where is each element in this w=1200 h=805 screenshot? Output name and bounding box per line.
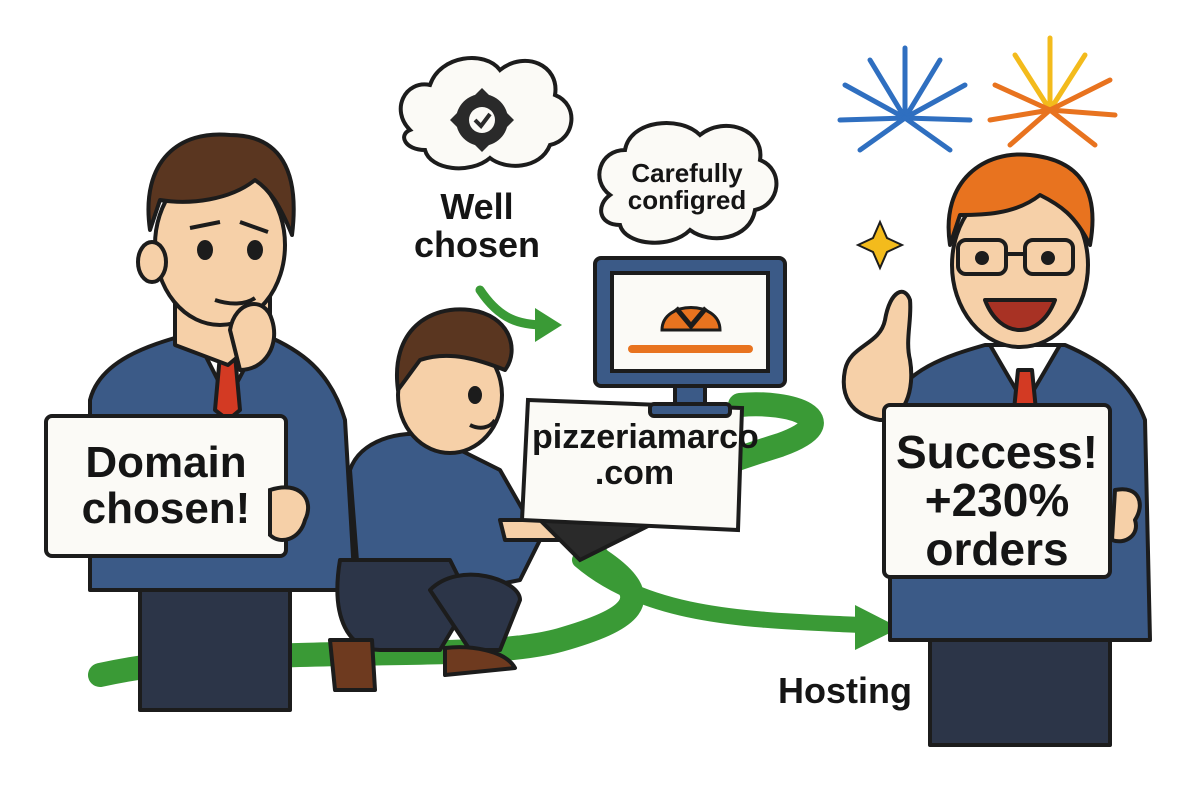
laptop [519, 397, 745, 563]
configured-cloud [597, 121, 779, 245]
domain-name-sign: pizzeriamarco .com [532, 418, 759, 492]
success-sign: Success! +230% orders [895, 426, 1098, 575]
domain-chosen-sign: Domain chosen! [81, 438, 251, 534]
success-sign-board [882, 403, 1112, 579]
sparkle-icon [855, 219, 905, 271]
gear-check-icon [450, 88, 514, 152]
fireworks-icon [837, 35, 1118, 153]
check-badge-icon [660, 306, 722, 332]
hosting-label: Hosting [778, 670, 912, 711]
kneeling-man [328, 307, 567, 692]
configured-label: Carefully configred [627, 158, 747, 216]
well-chosen-label: Well chosen [413, 186, 541, 265]
